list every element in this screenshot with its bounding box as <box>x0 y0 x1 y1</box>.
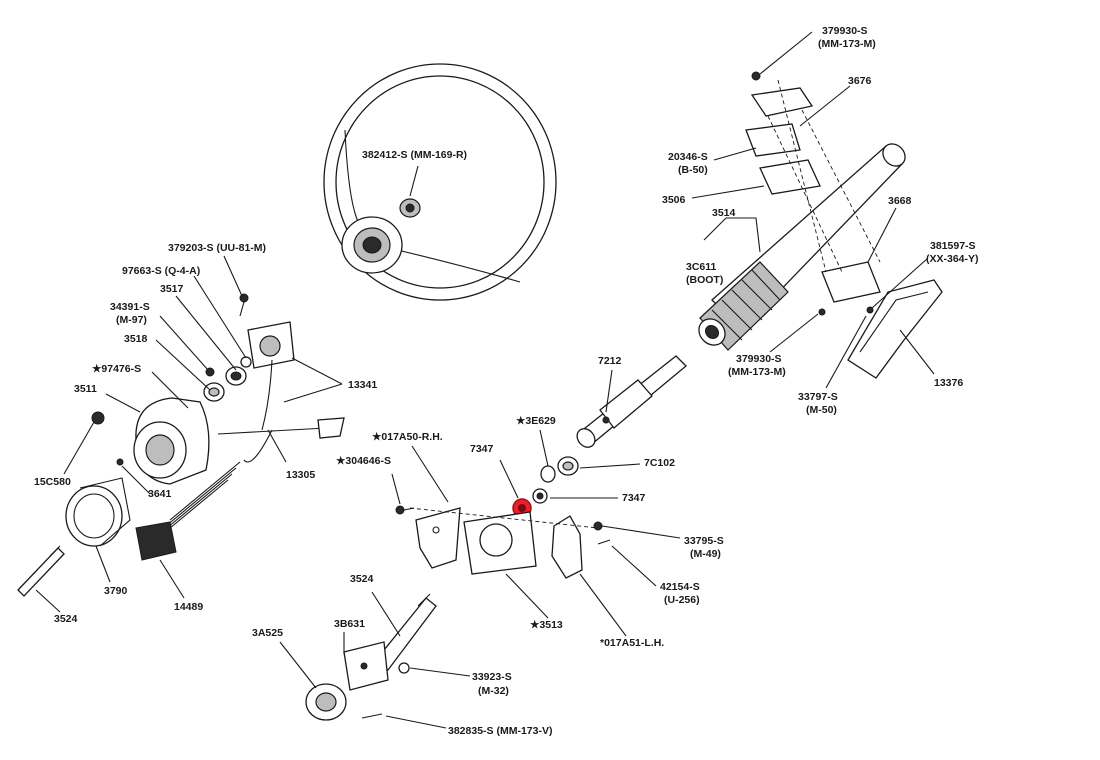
label-33795: 33795-S <box>684 535 724 547</box>
label-33923: 33923-S <box>472 671 512 683</box>
label-42154: 42154-S <box>660 581 700 593</box>
label-017a50: ★017A50-R.H. <box>372 431 443 443</box>
label-13376: 13376 <box>934 377 963 389</box>
label-34391: 34391-S <box>110 301 150 313</box>
steering-wheel <box>323 63 557 301</box>
label-379930-bot-sub: (MM-173-M) <box>728 366 786 378</box>
label-7347-a: 7347 <box>470 443 494 455</box>
label-3676: 3676 <box>848 75 872 87</box>
upper-brackets <box>745 71 881 316</box>
label-3517: 3517 <box>160 283 184 295</box>
label-13341: 13341 <box>348 379 377 391</box>
label-3641: 3641 <box>148 488 172 500</box>
label-33797-sub: (M-50) <box>806 404 837 416</box>
turn-signal-assembly <box>17 293 345 597</box>
label-382412: 382412-S (MM-169-R) <box>362 149 467 161</box>
column-tube <box>698 143 906 351</box>
label-3524-left: 3524 <box>54 613 78 625</box>
intermediate-shaft <box>532 355 687 504</box>
lower-shroud <box>847 279 943 379</box>
label-3a525: 3A525 <box>252 627 283 639</box>
label-3668: 3668 <box>888 195 912 207</box>
label-33797: 33797-S <box>798 391 838 403</box>
label-20346-sub: (B-50) <box>678 164 708 176</box>
label-14489: 14489 <box>174 601 203 613</box>
label-3790: 3790 <box>104 585 128 597</box>
label-381597-sub: (XX-364-Y) <box>926 253 979 265</box>
label-3c611: 3C611 <box>686 261 717 273</box>
column-brackets <box>395 505 611 579</box>
label-33795-sub: (M-49) <box>690 548 721 560</box>
label-3506: 3506 <box>662 194 686 206</box>
label-13305: 13305 <box>286 469 315 481</box>
label-7212: 7212 <box>598 355 622 367</box>
leader-382412 <box>409 165 419 197</box>
label-379930-top-sub: (MM-173-M) <box>818 38 876 50</box>
label-379930-bot: 379930-S <box>736 353 782 365</box>
label-3511: 3511 <box>74 383 97 395</box>
label-379930-top: 379930-S <box>822 25 868 37</box>
label-42154-sub: (U-256) <box>664 594 700 606</box>
label-3518: 3518 <box>124 333 148 345</box>
label-15c580: 15C580 <box>34 476 71 488</box>
label-97663: 97663-S (Q-4-A) <box>122 265 200 277</box>
label-304646: ★304646-S <box>336 455 391 467</box>
label-97476: ★97476-S <box>92 363 141 375</box>
label-017a51: *017A51-L.H. <box>600 637 664 649</box>
label-381597: 381597-S <box>930 240 976 252</box>
label-3513: ★3513 <box>530 619 563 631</box>
label-382835: 382835-S (MM-173-V) <box>448 725 552 737</box>
label-3524-mid: 3524 <box>350 573 374 585</box>
label-7347-b: 7347 <box>622 492 646 504</box>
label-3514: 3514 <box>712 207 736 219</box>
label-33923-sub: (M-32) <box>478 685 509 697</box>
label-3c611-sub: (BOOT) <box>686 274 723 286</box>
lower-shaft-coupling <box>305 593 437 721</box>
label-20346: 20346-S <box>668 151 708 163</box>
label-3e629: ★3E629 <box>516 415 556 427</box>
label-7c102: 7C102 <box>644 457 675 469</box>
label-379203: 379203-S (UU-81-M) <box>168 242 266 254</box>
label-3b631: 3B631 <box>334 618 365 630</box>
label-34391-sub: (M-97) <box>116 314 147 326</box>
